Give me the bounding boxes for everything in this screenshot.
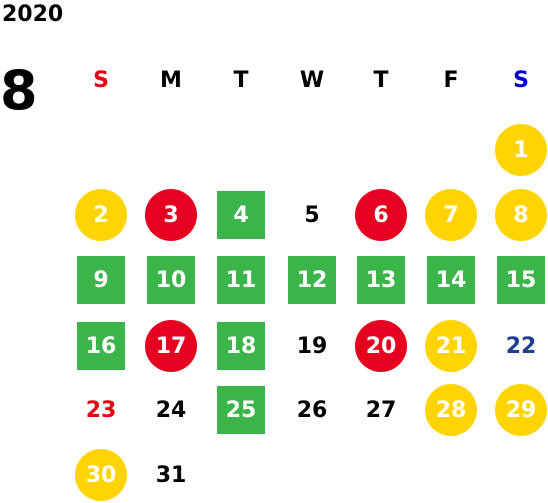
calendar-day-cell[interactable]: 23 [85,397,117,423]
calendar-day-cell[interactable]: 16 [77,322,125,370]
calendar-day-cell[interactable]: 22 [505,333,537,359]
calendar-day-cell[interactable]: 27 [365,397,397,423]
calendar-day-cell[interactable]: 25 [217,386,265,434]
calendar-day-cell[interactable]: 31 [155,462,187,488]
calendar-day-cell[interactable]: 14 [427,256,475,304]
calendar-day-cell[interactable]: 11 [217,256,265,304]
calendar-day-cell[interactable]: 21 [425,320,477,372]
calendar-day-cell[interactable]: 1 [495,124,547,176]
calendar-day-cell[interactable]: 26 [296,397,328,423]
calendar-day-cell[interactable]: 18 [217,322,265,370]
calendar-day-cell[interactable]: 2 [75,189,127,241]
weekday-label: T [233,68,249,93]
calendar-day-cell[interactable]: 17 [145,320,197,372]
weekday-label: S [513,68,529,93]
weekday-label: M [160,68,182,93]
weekday-label: T [373,68,389,93]
calendar-day-cell[interactable]: 4 [217,191,265,239]
calendar-day-cell[interactable]: 20 [355,320,407,372]
calendar-day-cell[interactable]: 9 [77,256,125,304]
calendar-day-cell[interactable]: 24 [155,397,187,423]
calendar-month: 8 [0,59,38,122]
calendar-day-cell[interactable]: 13 [357,256,405,304]
calendar-day-cell[interactable]: 28 [425,384,477,436]
calendar-day-cell[interactable]: 3 [145,189,197,241]
calendar-day-cell[interactable]: 10 [147,256,195,304]
weekday-label: W [299,68,325,93]
calendar-day-cell[interactable]: 5 [304,202,320,228]
calendar-day-cell[interactable]: 7 [425,189,477,241]
calendar-day-cell[interactable]: 6 [355,189,407,241]
calendar-day-cell[interactable]: 12 [288,256,336,304]
calendar-day-cell[interactable]: 8 [495,189,547,241]
calendar-day-cell[interactable]: 29 [495,384,547,436]
weekday-label: F [443,68,459,93]
calendar-year: 2020 [2,2,64,27]
weekday-label: S [93,68,109,93]
calendar-day-cell[interactable]: 15 [497,256,545,304]
calendar-day-cell[interactable]: 30 [75,449,127,501]
calendar-day-cell[interactable]: 19 [296,333,328,359]
